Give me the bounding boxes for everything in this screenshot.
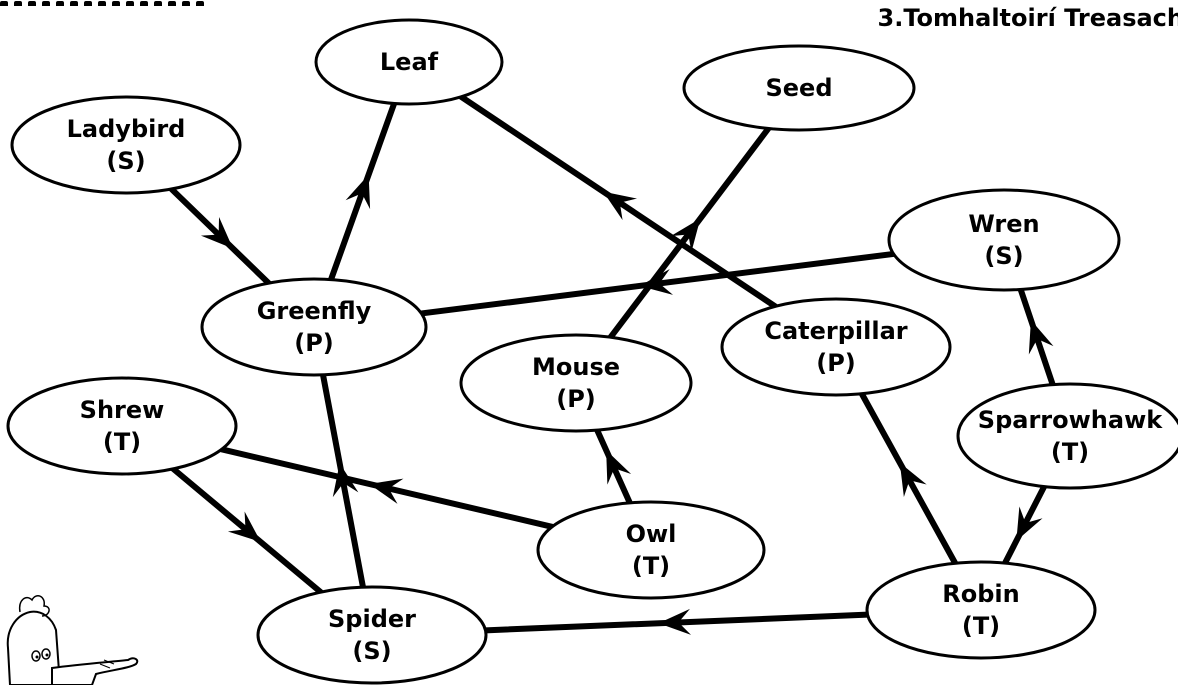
node-label-robin-1: (T) xyxy=(962,612,1000,640)
node-label-greenfly-1: (P) xyxy=(294,329,334,357)
node-label-ladybird-1: (S) xyxy=(106,147,145,175)
arrowhead-robin-to-spider xyxy=(658,608,692,635)
node-ellipse-wren xyxy=(887,188,1121,292)
node-label-robin-0: Robin xyxy=(942,580,1019,608)
node-wren: Wren (S) xyxy=(887,188,1121,292)
arrowhead-caterpillar-to-leaf xyxy=(603,191,638,221)
node-layer: LeafSeedLadybird(S)Wren(S)Greenfly(P)Cat… xyxy=(6,18,1178,685)
node-label-caterpillar-0: Caterpillar xyxy=(764,317,907,345)
node-mouse: Mouse (P) xyxy=(459,333,693,433)
node-label-mouse-0: Mouse xyxy=(532,353,620,381)
node-label-wren-0: Wren xyxy=(968,210,1039,238)
node-ellipse-caterpillar xyxy=(720,297,952,397)
node-owl: Owl (T) xyxy=(536,500,766,600)
cartoon-character-pointing-icon xyxy=(6,595,139,685)
node-label-owl-0: Owl xyxy=(626,520,677,548)
node-label-mouse-1: (P) xyxy=(556,385,596,413)
node-ellipse-leaf xyxy=(314,18,504,106)
arrowhead-shrew-to-spider xyxy=(227,511,261,543)
cropped-header-strip xyxy=(0,0,240,6)
node-label-greenfly-0: Greenfly xyxy=(257,297,372,325)
node-greenfly: Greenfly (P) xyxy=(200,277,428,377)
arrowhead-wren-to-greenfly xyxy=(639,269,674,295)
edge-layer xyxy=(168,93,1056,635)
node-label-ladybird-0: Ladybird xyxy=(67,115,186,143)
node-ellipse-owl xyxy=(536,500,766,600)
node-ellipse-shrew xyxy=(6,376,238,476)
node-ellipse-robin xyxy=(865,560,1097,660)
page-title: 3.Tomhaltoirí Treasach xyxy=(877,4,1178,32)
arrowhead-greenfly-to-leaf xyxy=(345,174,371,210)
node-label-spider-1: (S) xyxy=(352,637,391,665)
node-label-sparrowhawk-1: (T) xyxy=(1051,438,1089,466)
node-ellipse-ladybird xyxy=(10,95,242,195)
node-ellipse-spider xyxy=(256,585,488,685)
arrowhead-owl-to-shrew xyxy=(369,478,404,504)
node-caterpillar: Caterpillar (P) xyxy=(720,297,952,397)
arrowhead-sparrowhawk-to-robin xyxy=(1016,506,1043,541)
arrowhead-owl-to-mouse xyxy=(606,450,632,485)
arrowhead-sparrowhawk-to-wren xyxy=(1028,319,1054,355)
node-label-sparrowhawk-0: Sparrowhawk xyxy=(978,406,1163,434)
node-shrew: Shrew (T) xyxy=(6,376,238,476)
node-ellipse-seed xyxy=(682,44,916,132)
node-ladybird: Ladybird (S) xyxy=(10,95,242,195)
node-label-leaf-0: Leaf xyxy=(380,48,439,76)
node-spider: Spider (S) xyxy=(256,585,488,685)
node-seed: Seed xyxy=(682,44,916,132)
node-ellipse-greenfly xyxy=(200,277,428,377)
node-label-shrew-0: Shrew xyxy=(80,396,165,424)
node-label-owl-1: (T) xyxy=(632,552,670,580)
node-ellipse-mouse xyxy=(459,333,693,433)
node-label-caterpillar-1: (P) xyxy=(816,349,856,377)
node-sparrowhawk: Sparrowhawk (T) xyxy=(956,382,1178,490)
node-label-wren-1: (S) xyxy=(984,242,1023,270)
node-label-shrew-1: (T) xyxy=(103,428,141,456)
node-label-spider-0: Spider xyxy=(328,605,416,633)
arrowhead-robin-to-caterpillar xyxy=(899,462,927,498)
node-robin: Robin (T) xyxy=(865,560,1097,660)
node-ellipse-sparrowhawk xyxy=(956,382,1178,490)
arrowhead-mouse-to-seed xyxy=(670,218,701,252)
node-leaf: Leaf xyxy=(314,18,504,106)
arrowhead-ladybird-to-greenfly xyxy=(200,216,233,249)
node-label-seed-0: Seed xyxy=(765,74,832,102)
